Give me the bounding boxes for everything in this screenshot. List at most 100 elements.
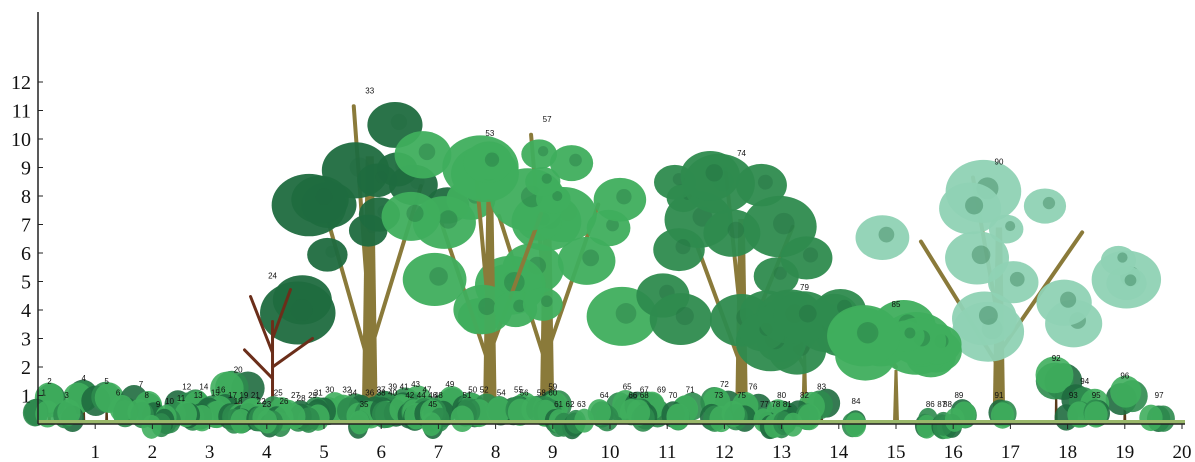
tree-label: 17 <box>228 391 237 400</box>
tree-label: 90 <box>995 158 1004 167</box>
tree-label: 30 <box>325 386 334 395</box>
tree-label: 69 <box>657 386 666 395</box>
tree-85 <box>827 300 962 422</box>
x-tick-label: 4 <box>262 442 272 462</box>
tree-24 <box>243 288 315 424</box>
tree-label: 37 <box>377 386 386 395</box>
y-tick-label: 9 <box>21 158 31 180</box>
tree-label: 60 <box>548 388 557 397</box>
tree-label: 46 <box>428 391 437 400</box>
x-tick-label: 11 <box>658 442 676 462</box>
x-tick-label: 16 <box>944 442 963 462</box>
x-tick-label: 13 <box>772 442 791 462</box>
tree-label: 44 <box>417 391 426 400</box>
tree-label: 26 <box>280 397 289 406</box>
tree-label: 40 <box>388 388 397 397</box>
tree-label: 97 <box>1155 391 1164 400</box>
tree-label: 36 <box>365 388 374 397</box>
tree-label: 54 <box>497 388 506 397</box>
y-tick-label: 2 <box>21 357 31 379</box>
x-tick-label: 19 <box>1115 442 1134 462</box>
tree-label: 68 <box>640 391 649 400</box>
tree-label: 41 <box>400 383 409 392</box>
tree-label: 21 <box>251 391 260 400</box>
tree-label: 62 <box>566 400 575 409</box>
y-tick-label: 10 <box>11 129 31 151</box>
tree-label: 48 <box>434 391 443 400</box>
tree-label: 1 <box>41 388 46 397</box>
tree-label: 65 <box>623 383 632 392</box>
tree-label: 2 <box>47 377 52 386</box>
x-tick-label: 14 <box>829 442 849 462</box>
tree-label: 8 <box>144 391 149 400</box>
tree-label: 12 <box>182 383 191 392</box>
y-tick-label: 11 <box>12 101 31 123</box>
tree-label: 43 <box>411 380 420 389</box>
x-tick-label: 20 <box>1173 442 1192 462</box>
y-tick-label: 3 <box>21 329 31 351</box>
tree-label: 93 <box>1069 391 1078 400</box>
x-tick-label: 5 <box>319 442 329 462</box>
tree-label: 85 <box>892 300 901 309</box>
tree-label: 7 <box>139 380 144 389</box>
tree-label: 70 <box>668 391 677 400</box>
tree-label: 95 <box>1092 391 1101 400</box>
tree-label: 94 <box>1080 377 1089 386</box>
tree-96 <box>1105 375 1148 422</box>
tree-74 <box>636 151 833 422</box>
tree-label: 51 <box>463 391 472 400</box>
tree-label: 79 <box>800 283 809 292</box>
tree-label: 83 <box>817 383 826 392</box>
tree-label: 34 <box>348 388 357 397</box>
tree-label: 6 <box>116 388 121 397</box>
y-tick-label: 5 <box>21 272 31 294</box>
tree-label: 25 <box>274 388 283 397</box>
tree-label: 73 <box>714 391 723 400</box>
tree-label: 5 <box>104 377 109 386</box>
tree-label: 59 <box>548 383 557 392</box>
x-tick-label: 12 <box>715 442 734 462</box>
tree-97 <box>1139 404 1175 432</box>
y-tick-label: 1 <box>21 386 31 408</box>
tree-label: 72 <box>720 380 729 389</box>
x-tick-label: 3 <box>205 442 215 462</box>
tree-90 <box>855 159 1162 422</box>
tree-label: 92 <box>1052 354 1061 363</box>
tree-label: 29 <box>308 391 317 400</box>
tree-label: 15 <box>211 388 220 397</box>
tree-label: 86 <box>926 400 935 409</box>
y-tick-label: 12 <box>11 72 31 94</box>
tree-label: 64 <box>600 391 609 400</box>
tree-label: 74 <box>737 149 746 158</box>
tree-label: 80 <box>777 391 786 400</box>
x-tick-label: 17 <box>1001 442 1020 462</box>
tree-label: 77 <box>760 400 769 409</box>
tree-label: 33 <box>365 86 374 95</box>
tree-label: 18 <box>234 397 243 406</box>
tree-label: 13 <box>194 391 203 400</box>
tree-label: 14 <box>199 383 208 392</box>
x-tick-label: 10 <box>601 442 620 462</box>
tree-label: 32 <box>342 386 351 395</box>
tree-label: 39 <box>388 383 397 392</box>
tree-label: 67 <box>640 386 649 395</box>
tree-label: 27 <box>291 391 300 400</box>
tree-label: 10 <box>165 397 174 406</box>
x-tick-label: 7 <box>434 442 444 462</box>
tree-label: 20 <box>234 366 243 375</box>
tree-label: 58 <box>537 388 546 397</box>
tree-label: 66 <box>628 391 637 400</box>
tree-label: 56 <box>520 388 529 397</box>
tree-79 <box>735 288 867 422</box>
x-tick-label: 9 <box>548 442 558 462</box>
tree-label: 81 <box>783 400 792 409</box>
tree-label: 87 <box>937 400 946 409</box>
ground-strip <box>38 420 1185 424</box>
x-tick-label: 15 <box>887 442 906 462</box>
tree-51 <box>450 398 481 432</box>
y-tick-label: 6 <box>21 243 31 265</box>
